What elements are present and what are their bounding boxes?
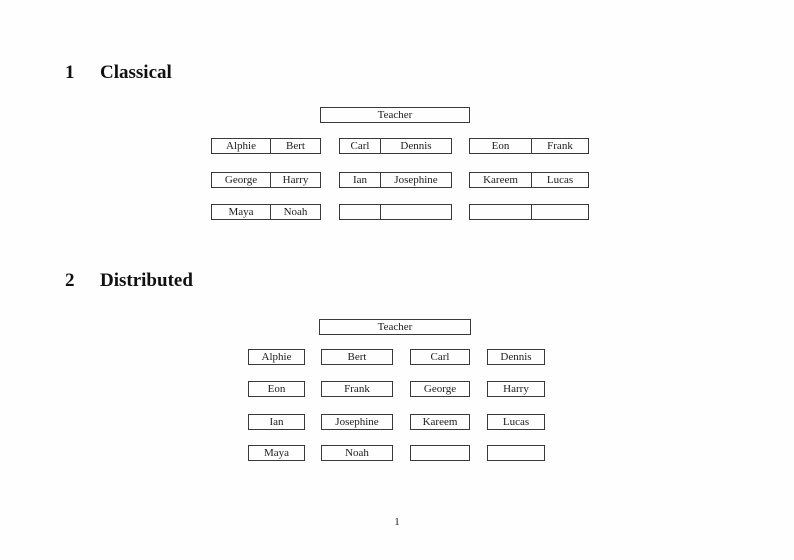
desk-label: Lucas	[502, 415, 530, 428]
desk-box: Kareem Lucas	[469, 172, 589, 188]
desk-label: Eon	[267, 382, 286, 395]
desk-label: Josephine	[335, 415, 379, 428]
desk-box-empty	[339, 204, 452, 220]
desk-label: Dennis	[500, 350, 532, 363]
desk-label: Kareem	[422, 415, 458, 428]
section-number: 2	[65, 270, 75, 291]
section-number: 1	[65, 62, 75, 83]
desk-box-empty	[487, 445, 545, 461]
section-title: Classical	[100, 62, 172, 83]
seat-cell: Eon	[491, 139, 510, 152]
seat-cell: Carl	[350, 139, 370, 152]
seat-cell: Frank	[531, 139, 588, 153]
desk-box: Ian Josephine	[339, 172, 452, 188]
seat-cell: Lucas	[531, 173, 588, 187]
desk-box: Josephine	[321, 414, 393, 430]
desk-label: George	[423, 382, 457, 395]
desk-box: Frank	[321, 381, 393, 397]
seat-cell-empty	[340, 205, 380, 219]
desk-box: Harry	[487, 381, 545, 397]
desk-label: Noah	[345, 446, 369, 459]
seat-cell: Kareem	[483, 173, 518, 186]
desk-box: George Harry	[211, 172, 321, 188]
section-title: Distributed	[100, 270, 193, 291]
desk-label: Maya	[263, 446, 290, 459]
desk-label: Frank	[344, 382, 370, 395]
desk-box: Noah	[321, 445, 393, 461]
desk-box: Bert	[321, 349, 393, 365]
desk-label: Carl	[430, 350, 450, 363]
section-heading-distributed: 2 Distributed	[65, 270, 193, 292]
seat-cell: Alphie	[226, 139, 256, 152]
teacher-box: Teacher	[320, 107, 470, 123]
section-heading-classical: 1 Classical	[65, 62, 172, 84]
seat-cell: Noah	[270, 205, 320, 219]
teacher-box: Teacher	[319, 319, 471, 335]
desk-box: Maya Noah	[211, 204, 321, 220]
teacher-label: Teacher	[377, 108, 413, 121]
seat-cell: Maya	[228, 205, 254, 218]
desk-box: Kareem	[410, 414, 470, 430]
desk-box: Alphie Bert	[211, 138, 321, 154]
desk-box: Maya	[248, 445, 305, 461]
seat-cell-empty	[380, 205, 451, 219]
seat-cell-empty	[470, 205, 531, 219]
desk-label: Ian	[269, 415, 284, 428]
seat-cell: Josephine	[380, 173, 451, 187]
desk-box: Lucas	[487, 414, 545, 430]
seat-cell: Harry	[270, 173, 320, 187]
desk-box: George	[410, 381, 470, 397]
seat-cell: Dennis	[380, 139, 451, 153]
desk-box: Eon Frank	[469, 138, 589, 154]
desk-label: Alphie	[261, 350, 292, 363]
desk-box: Alphie	[248, 349, 305, 365]
desk-box: Ian	[248, 414, 305, 430]
desk-box-empty	[410, 445, 470, 461]
desk-box: Eon	[248, 381, 305, 397]
desk-box: Carl Dennis	[339, 138, 452, 154]
desk-box: Dennis	[487, 349, 545, 365]
desk-box-empty	[469, 204, 589, 220]
desk-label: Bert	[347, 350, 367, 363]
seat-cell: Ian	[352, 173, 368, 186]
teacher-label: Teacher	[377, 320, 413, 333]
seat-cell: Bert	[270, 139, 320, 153]
desk-box: Carl	[410, 349, 470, 365]
desk-label: Harry	[503, 382, 529, 395]
seat-cell-empty	[531, 205, 588, 219]
page-number: 1	[394, 516, 400, 528]
seat-cell: George	[224, 173, 258, 186]
